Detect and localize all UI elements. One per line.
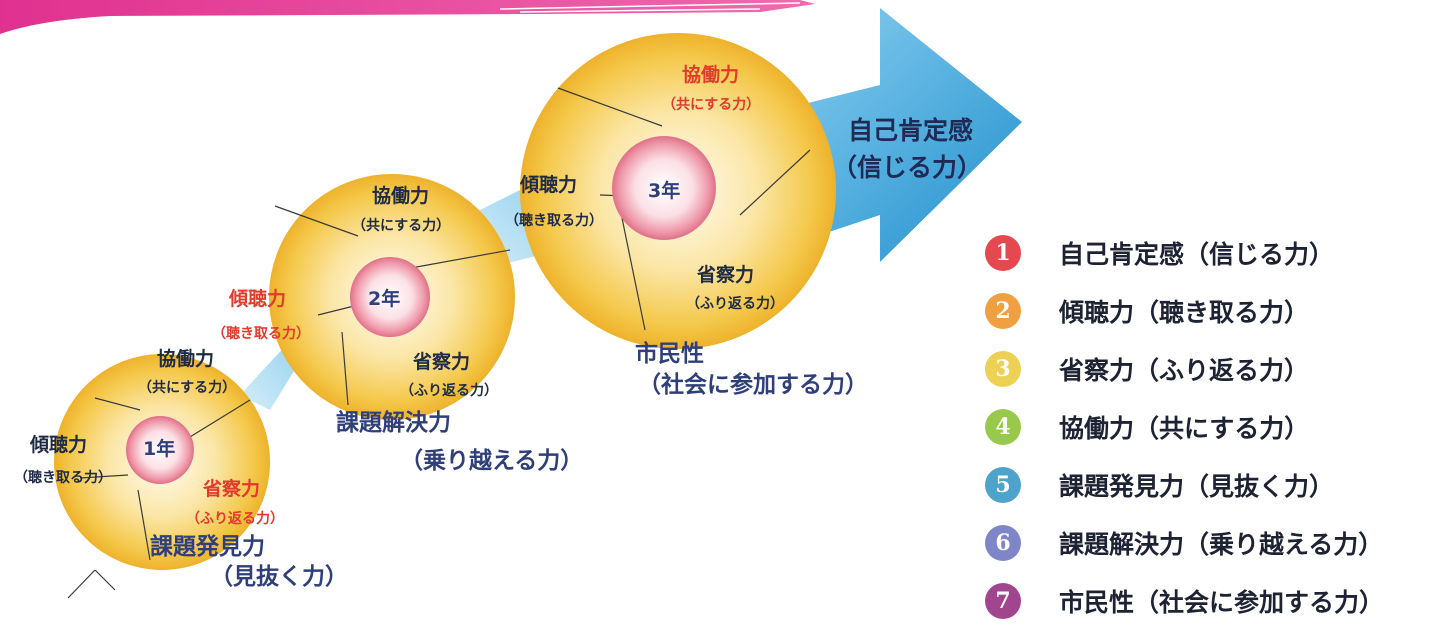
y2-keicho-sub: （聴き取る力） [212,326,310,342]
sphere-year1-lines [67,397,251,599]
legend-item-6: 6 課題解決力（乗り越える力） [985,514,1384,572]
y1-seisatsu: 省察力 [203,478,261,500]
arrow-label-line2: （信じる力） [832,153,983,182]
legend: 1 自己肯定感（信じる力） 2 傾聴力（聴き取る力） 3 省察力（ふり返る力） … [985,224,1384,630]
legend-number-7: 7 [985,583,1021,619]
y1-kyodo-sub: （共にする力） [138,380,237,396]
legend-item-7: 7 市民性（社会に参加する力） [985,572,1384,630]
legend-label-5: 課題発見力（見抜く力） [1059,472,1335,501]
y2-seisatsu-sub: （ふり返る力） [400,383,498,399]
y3-year-label: 3年 [648,180,681,202]
legend-label-4: 協働力（共にする力） [1059,414,1310,443]
y1-kyodo: 協働力 [157,348,215,370]
y1-year-label: 1年 [143,438,176,460]
y2-kaiketsu-sub: （乗り越える力） [400,448,584,474]
y1-keicho-sub: （聴き取る力） [14,470,112,486]
arrow-label-line1: 自己肯定感 [848,116,974,145]
growth-diagram [0,0,1022,599]
y1-seisatsu-sub: （ふり返る力） [186,511,284,527]
core-year3 [612,136,716,240]
header-band-lines [499,2,801,13]
y3-kyodo: 協働力 [682,64,740,86]
legend-label-2: 傾聴力（聴き取る力） [1059,298,1310,327]
y2-year-label: 2年 [368,288,401,310]
sphere-year2-lines [274,205,511,406]
y1-kadai: 課題発見力 [150,534,265,560]
y2-kyodo-sub: （共にする力） [352,218,451,234]
legend-item-2: 2 傾聴力（聴き取る力） [985,282,1384,340]
header-band [0,0,815,34]
legend-item-5: 5 課題発見力（見抜く力） [985,456,1384,514]
legend-item-1: 1 自己肯定感（信じる力） [985,224,1384,282]
legend-number-2: 2 [985,293,1021,329]
y3-shimin-sub: （社会に参加する力） [638,372,868,398]
legend-number-4: 4 [985,409,1021,445]
legend-item-4: 4 協働力（共にする力） [985,398,1384,456]
legend-number-6: 6 [985,525,1021,561]
legend-item-3: 3 省察力（ふり返る力） [985,340,1384,398]
y3-keicho-sub: （聴き取る力） [505,213,603,229]
y2-seisatsu: 省察力 [413,351,471,373]
y3-shimin: 市民性 [635,341,704,367]
y2-kyodo: 協働力 [372,185,430,207]
legend-number-3: 3 [985,351,1021,387]
y3-seisatsu: 省察力 [697,264,755,286]
y1-kadai-sub: （見抜く力） [210,564,348,590]
legend-label-3: 省察力（ふり返る力） [1059,356,1310,385]
legend-label-6: 課題解決力（乗り越える力） [1059,530,1384,559]
legend-label-1: 自己肯定感（信じる力） [1059,240,1335,269]
sphere-year3-lines [557,87,811,331]
legend-number-1: 1 [985,235,1021,271]
y3-kyodo-sub: （共にする力） [662,97,761,113]
y2-keicho: 傾聴力 [229,288,287,310]
y3-seisatsu-sub: （ふり返る力） [686,296,784,312]
y3-keicho: 傾聴力 [520,174,578,196]
core-year1 [126,416,194,484]
legend-number-5: 5 [985,467,1021,503]
y1-keicho: 傾聴力 [30,434,88,456]
legend-label-7: 市民性（社会に参加する力） [1059,588,1385,617]
y2-kaiketsu: 課題解決力 [336,410,451,436]
core-year2 [350,257,430,337]
